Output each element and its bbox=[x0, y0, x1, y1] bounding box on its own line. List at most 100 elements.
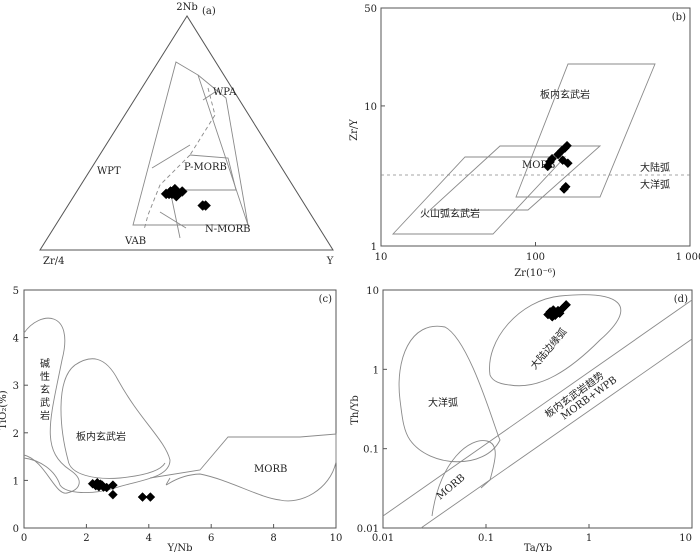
x-tick-label: 8 bbox=[270, 533, 276, 544]
field-boundary-wpb bbox=[23, 358, 171, 493]
data-point-9 bbox=[108, 489, 118, 500]
field-label-p-morb: P-MORB bbox=[184, 162, 227, 173]
field-label-morb: MORB bbox=[522, 160, 555, 171]
y-tick-label: 4 bbox=[13, 334, 19, 345]
y-tick-label: 0.01 bbox=[357, 524, 379, 535]
field-label-wpt: WPT bbox=[97, 166, 121, 177]
field-boundary-cont-arc bbox=[489, 294, 622, 387]
y-tick-label: 0 bbox=[13, 524, 19, 535]
x-axis-label: Ta/Yb bbox=[524, 543, 552, 554]
plot-frame bbox=[23, 289, 337, 529]
panel-a: 2Nb Zr/4 Y (a) WPA WPT P-MORB N-MORB VAB bbox=[39, 2, 334, 267]
points-d bbox=[543, 299, 572, 322]
data-point-8 bbox=[108, 480, 118, 491]
data-point-7 bbox=[176, 186, 188, 197]
field-label-cont-arc: 大陆边缘弧 bbox=[527, 325, 569, 372]
field-boundary-ocean bbox=[428, 145, 602, 211]
field-boundary-morb bbox=[431, 440, 496, 517]
y-tick-label: 1 bbox=[13, 476, 19, 487]
y-tick-label: 0.1 bbox=[363, 445, 379, 456]
data-point-10 bbox=[200, 200, 211, 211]
field-label-arc: 火山弧玄武岩 bbox=[420, 207, 480, 220]
x-tick-label: 6 bbox=[208, 533, 214, 544]
data-point-9 bbox=[561, 299, 572, 310]
field-label-ocean-arc: 大洋弧 bbox=[428, 396, 458, 409]
x-tick-label: 4 bbox=[146, 533, 152, 544]
y-tick-label: 5 bbox=[13, 286, 19, 297]
x-tick-label: 2 bbox=[83, 533, 89, 544]
y-tick-label: 1 bbox=[373, 365, 379, 376]
panel-label: (b) bbox=[672, 12, 686, 23]
field-label-wpb: 板内玄武岩 bbox=[540, 88, 590, 101]
field-boundary-ocean-arc bbox=[398, 325, 501, 463]
vab-leader bbox=[159, 211, 187, 229]
field-label-morb: MORB bbox=[254, 464, 287, 475]
wpt-leader bbox=[151, 144, 191, 169]
x-axis-label: Zr(10⁻⁶) bbox=[514, 268, 556, 279]
field-label-n-morb: N-MORB bbox=[205, 224, 250, 235]
x-tick-label: 0 bbox=[21, 533, 27, 544]
field-boundary-alkaline bbox=[23, 317, 80, 494]
y-axis-label: Zr/Y bbox=[349, 119, 360, 141]
data-point-8 bbox=[563, 158, 573, 169]
data-point-11 bbox=[145, 492, 156, 502]
panel-label: (c) bbox=[319, 294, 333, 305]
y-tick-label: 1 bbox=[371, 242, 377, 253]
field-label-alkaline-4: 武 bbox=[40, 396, 50, 409]
x-tick-label: 1 000 bbox=[676, 252, 700, 263]
field-boundary-morb bbox=[149, 433, 337, 502]
field-boundary-pmorb bbox=[189, 154, 237, 191]
divider-label-above: 大陆弧 bbox=[640, 161, 670, 174]
trend-upper bbox=[382, 299, 693, 517]
ternary-vertex-left: Zr/4 bbox=[43, 256, 64, 267]
field-boundary-dashed bbox=[143, 154, 191, 231]
points-c bbox=[87, 477, 156, 502]
panel-d: (d) 大洋弧 大陆边缘弧 MORB 板内玄武岩趋势 MORB+WPB Ta/Y… bbox=[350, 286, 693, 554]
points-a bbox=[160, 183, 211, 211]
data-point-10 bbox=[137, 492, 148, 502]
y-tick-label: 10 bbox=[364, 102, 377, 113]
field-label-alkaline-5: 岩 bbox=[40, 409, 50, 422]
field-label-alkaline-1: 碱 bbox=[40, 358, 50, 370]
panel-label: (d) bbox=[674, 294, 688, 305]
data-point-10 bbox=[550, 310, 561, 321]
plot-frame bbox=[382, 289, 693, 529]
x-tick-label: 0.01 bbox=[372, 533, 394, 544]
data-point-6 bbox=[562, 140, 572, 151]
y-axis-label: Th/Yb bbox=[350, 395, 361, 424]
data-point-10 bbox=[560, 181, 571, 192]
wpa-leader bbox=[202, 91, 216, 101]
y-axis-label: TiO₂(%) bbox=[0, 390, 9, 429]
x-tick-label: 0.1 bbox=[478, 533, 494, 544]
ticks-c: 0 2 4 6 8 10 0 1 2 3 4 5 bbox=[13, 286, 343, 544]
y-tick-label: 50 bbox=[364, 4, 377, 15]
y-tick-label: 3 bbox=[13, 381, 19, 392]
x-tick-label: 10 bbox=[679, 533, 692, 544]
divider-label-below: 大洋弧 bbox=[640, 178, 670, 191]
field-label-wpa: WPA bbox=[213, 87, 237, 98]
field-label-vab: VAB bbox=[124, 236, 146, 247]
field-boundary-arc bbox=[391, 156, 567, 235]
trend-lower bbox=[420, 338, 693, 529]
field-label-wpb: 板内玄武岩 bbox=[76, 430, 126, 443]
data-point-2 bbox=[547, 153, 557, 164]
field-label-morb: MORB bbox=[435, 472, 468, 502]
x-tick-label: 10 bbox=[330, 533, 343, 544]
field-boundary-wpa-inner bbox=[189, 87, 216, 156]
x-tick-label: 100 bbox=[526, 252, 545, 263]
points-b bbox=[542, 140, 573, 194]
y-tick-label: 2 bbox=[13, 429, 19, 440]
field-label-alkaline-3: 玄 bbox=[40, 383, 50, 396]
x-tick-label: 1 bbox=[586, 533, 592, 544]
field-boundary-wpb bbox=[515, 63, 656, 198]
panel-label: (a) bbox=[202, 6, 216, 17]
x-axis-label: Y/Nb bbox=[166, 543, 192, 554]
ternary-vertex-top: 2Nb bbox=[176, 2, 198, 13]
ticks-d: 0.01 0.1 1 10 0.01 0.1 1 10 bbox=[357, 286, 693, 544]
x-tick-label: 10 bbox=[375, 252, 388, 263]
field-boundary-wpa bbox=[197, 74, 249, 226]
field-label-alkaline-2: 性 bbox=[40, 370, 50, 383]
y-tick-label: 10 bbox=[366, 286, 379, 297]
